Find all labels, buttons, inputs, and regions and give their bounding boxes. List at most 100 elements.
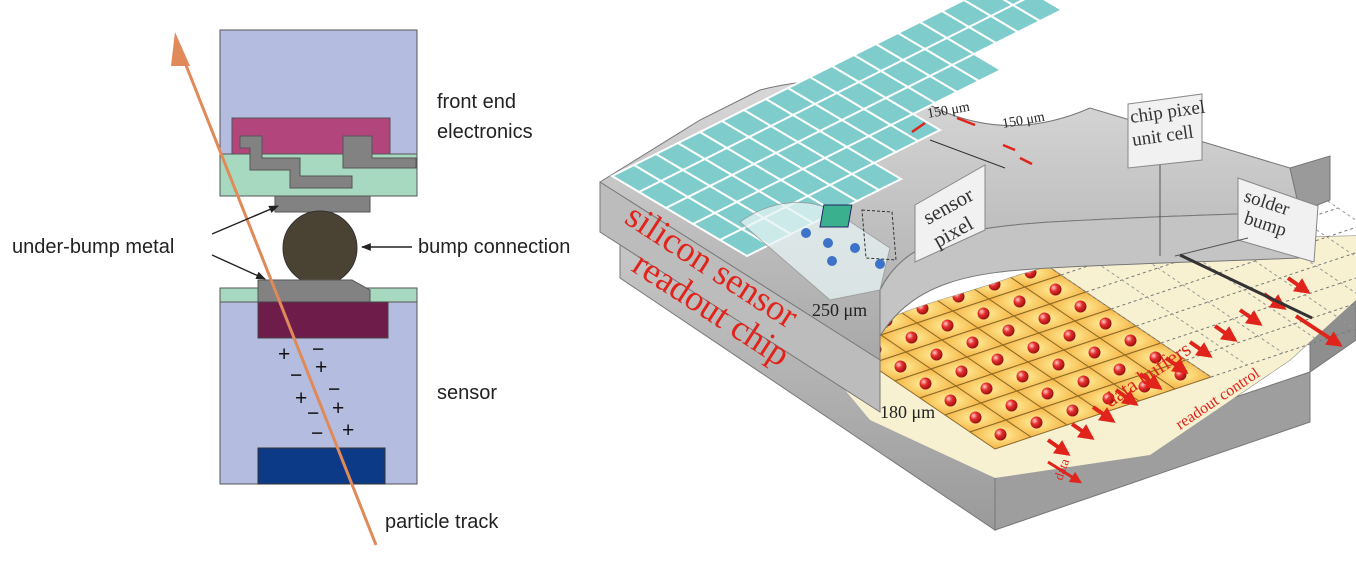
pitch-y-label: 150 μm: [1001, 110, 1046, 132]
data-flow-arrow: [1046, 438, 1071, 456]
solder-bump: [905, 331, 918, 344]
sensor-front-face: [599, 181, 881, 413]
chip-thickness-label: 180 μm: [880, 402, 935, 422]
buffer-col-line: [1035, 257, 1212, 378]
solder-bump: [930, 348, 943, 361]
data-flow-arrow: [1188, 340, 1213, 358]
solder-bump: [944, 394, 957, 407]
solder-bump: [1099, 317, 1112, 330]
bump-connection-ball: [282, 210, 358, 286]
solder-bump: [1030, 416, 1043, 429]
solder-bump-pointer: [1174, 237, 1249, 257]
highlighted-sensor-pixel: [819, 204, 853, 228]
solder-bump: [1124, 334, 1137, 347]
solder-bump: [941, 319, 954, 332]
sensor-pixel-tile: [888, 112, 943, 143]
solder-bump: [1149, 351, 1162, 364]
sensor-bumps: [801, 228, 885, 269]
charge: +: [295, 387, 307, 410]
sensor-pixel-tile: [1010, 0, 1065, 23]
front-end-metal-trace-right: [342, 135, 417, 169]
data-flow-arrow: [1138, 372, 1163, 390]
data-flow-arrow: [1070, 422, 1095, 440]
sensor-end-face: [1289, 155, 1331, 213]
charge-carriers: + − − + − + + − + − +: [278, 338, 354, 445]
particle-track-line: [178, 49, 378, 546]
sensor-thickness-label: 250 μm: [812, 300, 867, 320]
under-bump-lower-pointer: [211, 254, 266, 280]
solder-bump: [952, 290, 965, 303]
pitch-x-label: 150 μm: [926, 100, 971, 122]
pixel-detector-3d: silicon sensor readout chip 250 μm 180 μ…: [599, 0, 1356, 531]
sensor-cutaway-window: [739, 201, 891, 301]
buffer-col-line: [1071, 245, 1248, 366]
solder-bump: [1066, 404, 1079, 417]
solder-bump: [1077, 375, 1090, 388]
charge: +: [332, 397, 344, 420]
charge: −: [311, 422, 323, 445]
electronics-label: electronics: [437, 121, 533, 143]
data-label: data: [1051, 456, 1073, 482]
data-flow-arrow: [1286, 276, 1311, 294]
pixel-projection-box: [861, 209, 897, 261]
buffer-col-line: [1179, 209, 1356, 330]
solder-bump: [994, 428, 1007, 441]
readout-chip-edge-line: [1179, 253, 1313, 320]
charge: +: [342, 419, 354, 442]
solder-bump: [977, 307, 990, 320]
buffer-row-line: [1135, 252, 1356, 327]
sensor-pixel-tile: [949, 52, 1004, 83]
under-bump-upper-pointer: [211, 205, 279, 235]
data-flow-arrows: [1046, 276, 1343, 484]
solder-bump: [1063, 329, 1076, 342]
solder-bump: [894, 360, 907, 373]
solder-bump: [1102, 392, 1115, 405]
pitch-markers: [911, 116, 1033, 166]
solder-bump: [1049, 283, 1062, 296]
particle-track-label: particle track: [385, 511, 499, 533]
data-flow-arrow: [1114, 388, 1139, 406]
charge: −: [290, 364, 302, 387]
buffer-col-line: [1107, 233, 1284, 354]
data-flow-arrow: [1213, 324, 1238, 342]
under-bump-metal-label: under-bump metal: [12, 236, 174, 258]
solder-bump: [1002, 324, 1015, 337]
charge: −: [328, 378, 340, 401]
sensor-label: sensor: [437, 382, 497, 404]
buffer-row-line: [1110, 226, 1356, 310]
sensor-backside-implant: [257, 447, 386, 485]
solder-bump: [980, 382, 993, 395]
solder-bump: [1013, 295, 1026, 308]
cross-section-diagram: + − − + − + + − + − + front end electron…: [12, 29, 570, 546]
buffer-row-line: [1160, 277, 1356, 344]
upper-under-bump-metal: [274, 195, 371, 213]
data-flow-arrow: [1238, 308, 1263, 326]
solder-bump: [1016, 370, 1029, 383]
solder-bump: [1074, 300, 1087, 313]
sensor-pixel-sign: [914, 164, 986, 263]
charge: +: [315, 356, 327, 379]
solder-bump: [955, 365, 968, 378]
solder-bump: [1027, 341, 1040, 354]
sensor-pixel-tile: [849, 161, 904, 192]
solder-bump-sign: [1237, 177, 1319, 263]
particle-track-arrowhead: [171, 32, 190, 66]
solder-bump: [1041, 387, 1054, 400]
front-end-metal-trace: [239, 135, 353, 189]
solder-bump: [1113, 363, 1126, 376]
front-end-label: front end: [437, 91, 516, 113]
solder-bump: [966, 336, 979, 349]
data-flow-arrow: [1164, 356, 1189, 374]
data-flow-arrow: [1294, 314, 1343, 347]
charge: −: [312, 338, 324, 361]
solder-bump: [919, 377, 932, 390]
charge: +: [278, 343, 290, 366]
solder-bump: [1005, 399, 1018, 412]
charge: −: [307, 402, 319, 425]
sensor-implant: [257, 301, 389, 339]
data-flow-arrow: [1091, 405, 1116, 423]
data-output-arrow: [1047, 460, 1083, 484]
solder-bump: [991, 353, 1004, 366]
solder-bump: [1038, 312, 1051, 325]
